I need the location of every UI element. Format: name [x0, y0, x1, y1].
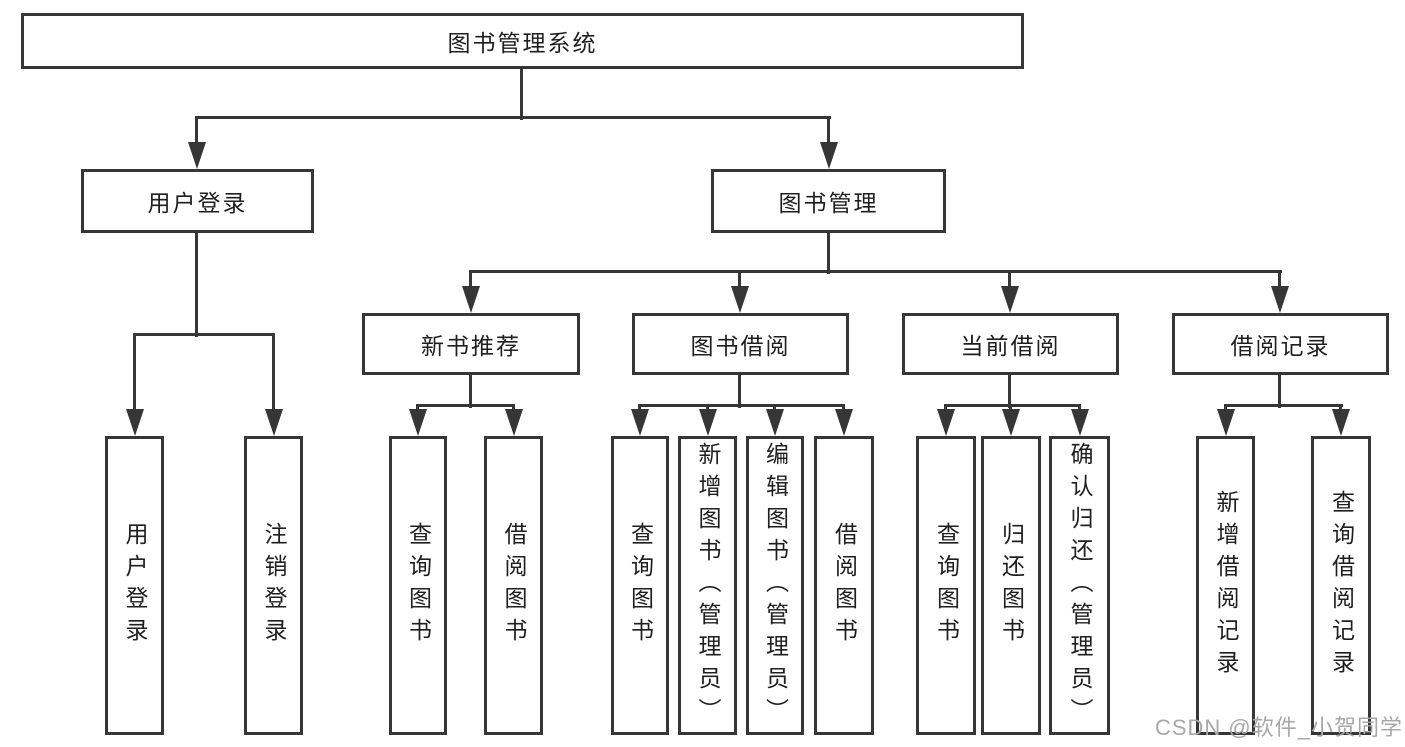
node-current-borrow: 当前借阅: [902, 313, 1119, 375]
leaf-borrow-books: 借阅图书: [814, 436, 874, 735]
node-label: 当前借阅: [960, 333, 1061, 359]
node-label: 图书管理: [778, 190, 879, 216]
connector-drop-book-management: [827, 118, 830, 145]
leaf-return-books: 归还图书: [981, 436, 1041, 735]
connector-drop-leaf: [773, 404, 776, 412]
arrowhead-leaf: [1002, 409, 1020, 436]
arrowhead-user-login: [188, 142, 206, 169]
arrowhead-leaf: [1217, 409, 1235, 436]
leaf-label: 查询借阅记录: [1328, 489, 1355, 682]
arrowhead-borrow-record: [1271, 286, 1289, 313]
connector-drop-leaf: [1078, 404, 1081, 412]
leaf-logout: 注销登录: [244, 436, 303, 735]
leaf-edit-books-admin: 编辑图书（管理员）: [746, 436, 804, 735]
arrowhead-leaf-login: [126, 409, 144, 436]
leaf-borrow-books-recommend: 借阅图书: [484, 436, 543, 735]
connector-drop-user-login: [195, 118, 198, 145]
node-new-book-recommend: 新书推荐: [362, 313, 580, 375]
connector-drop-leaf: [638, 404, 641, 412]
connector-drop-leaf: [512, 404, 515, 412]
node-borrow-record: 借阅记录: [1172, 313, 1389, 375]
arrowhead-book-management: [820, 142, 838, 169]
leaf-label: 确认归还（管理员）: [1067, 441, 1093, 730]
arrowhead-leaf: [631, 409, 649, 436]
connector-drop-book-borrow: [738, 272, 741, 289]
connector-borrow-record-bar: [1224, 404, 1343, 407]
connector-drop-leaf: [944, 404, 947, 412]
leaf-query-books-current: 查询图书: [916, 436, 976, 735]
connector-current-borrow-bar: [944, 404, 1081, 407]
csdn-watermark: CSDN @软件_小贺同学: [1154, 715, 1403, 740]
arrowhead-leaf: [505, 409, 523, 436]
node-label: 图书管理系统: [447, 30, 598, 56]
connector-drop-leaf-login: [133, 335, 136, 411]
arrowhead-current-borrow: [1001, 286, 1019, 313]
node-book-borrow: 图书借阅: [632, 313, 849, 375]
connector-user-login-bar: [133, 333, 275, 336]
connector-root-stem: [520, 69, 523, 120]
leaf-label: 查询图书: [405, 521, 432, 650]
connector-book-management-stem: [827, 233, 830, 274]
connector-drop-leaf: [1339, 404, 1342, 412]
leaf-add-books-admin: 新增图书（管理员）: [678, 436, 737, 735]
connector-user-login-stem: [195, 233, 198, 337]
connector-drop-borrow-record: [1278, 272, 1281, 289]
node-label: 图书借阅: [690, 333, 791, 359]
leaf-label: 新增借阅记录: [1213, 489, 1239, 682]
connector-drop-leaf: [706, 404, 709, 412]
arrowhead-leaf: [937, 409, 955, 436]
leaf-label: 新增图书（管理员）: [695, 441, 721, 730]
arrowhead-leaf-logout: [265, 409, 283, 436]
leaf-label: 借阅图书: [831, 521, 858, 650]
leaf-label: 借阅图书: [501, 521, 527, 650]
connector-drop-leaf-logout: [272, 335, 275, 411]
node-label: 用户登录: [147, 190, 248, 216]
connector-new-book-stem: [469, 375, 472, 408]
leaf-label: 归还图书: [998, 521, 1025, 650]
node-user-login: 用户登录: [81, 169, 314, 233]
arrowhead-leaf: [1071, 409, 1089, 436]
node-label: 新书推荐: [421, 333, 521, 359]
arrowhead-book-borrow: [731, 286, 749, 313]
leaf-user-login: 用户登录: [105, 436, 164, 735]
leaf-add-borrow-record: 新增借阅记录: [1196, 436, 1255, 735]
connector-level3-bar: [469, 270, 1282, 273]
connector-drop-leaf: [1009, 404, 1012, 412]
arrowhead-leaf: [766, 409, 784, 436]
leaf-query-books-recommend: 查询图书: [389, 436, 447, 735]
connector-drop-leaf: [1224, 404, 1227, 412]
leaf-label: 用户登录: [122, 521, 148, 650]
connector-new-book-bar: [416, 404, 515, 407]
leaf-label: 注销登录: [261, 521, 287, 650]
connector-drop-leaf: [416, 404, 419, 412]
arrowhead-new-book: [462, 286, 480, 313]
node-book-management: 图书管理: [711, 169, 946, 233]
connector-book-borrow-bar: [638, 404, 845, 407]
node-label: 借阅记录: [1230, 333, 1331, 359]
node-library-management-system: 图书管理系统: [21, 13, 1024, 69]
arrowhead-leaf: [699, 409, 717, 436]
leaf-query-borrow-record: 查询借阅记录: [1311, 436, 1371, 735]
arrowhead-leaf: [1332, 409, 1350, 436]
connector-borrow-record-stem: [1278, 375, 1281, 408]
connector-drop-current-borrow: [1008, 272, 1011, 289]
leaf-confirm-return-admin: 确认归还（管理员）: [1049, 436, 1110, 735]
leaf-label: 查询图书: [627, 521, 654, 650]
arrowhead-leaf: [409, 409, 427, 436]
leaf-label: 编辑图书（管理员）: [762, 441, 789, 730]
connector-drop-new-book: [469, 272, 472, 289]
connector-book-borrow-stem: [738, 375, 741, 408]
leaf-query-books-borrow: 查询图书: [611, 436, 669, 735]
arrowhead-leaf: [835, 409, 853, 436]
leaf-label: 查询图书: [933, 521, 960, 650]
connector-drop-leaf: [842, 404, 845, 412]
connector-level2-bar: [195, 116, 831, 119]
connector-current-borrow-stem: [1008, 375, 1011, 408]
